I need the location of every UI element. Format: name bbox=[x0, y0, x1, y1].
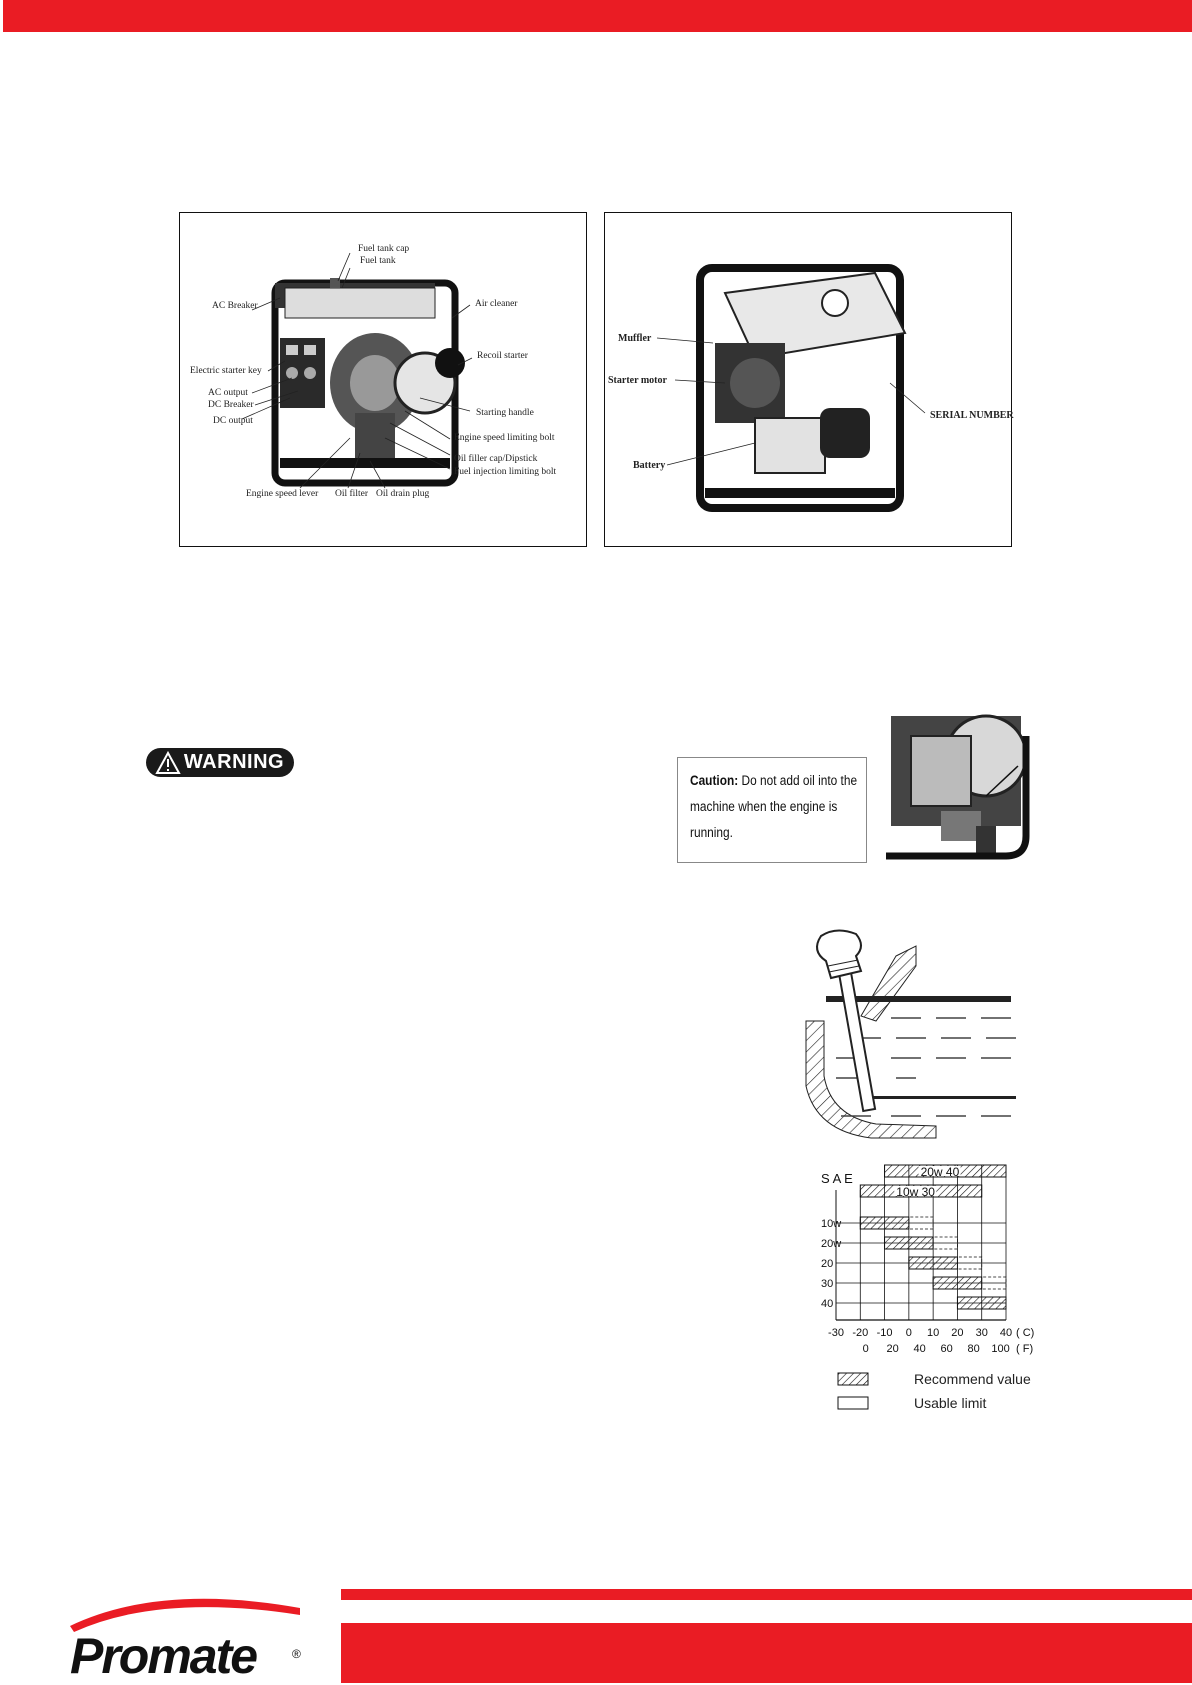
x-tick-celsius: 30 bbox=[976, 1327, 988, 1339]
label-air-cleaner: Air cleaner bbox=[475, 299, 518, 309]
recommended-bar bbox=[884, 1236, 934, 1250]
x-tick-celsius: 0 bbox=[906, 1327, 912, 1339]
caution-box: Caution: Do not add oil into the machine… bbox=[677, 757, 867, 863]
multigrade-label-bg bbox=[894, 1186, 937, 1196]
recommended-bar bbox=[956, 1296, 1007, 1310]
x-tick-celsius: -20 bbox=[852, 1327, 868, 1339]
x-tick-fahrenheit: 20 bbox=[887, 1343, 899, 1355]
dipstick-oil-level-drawing bbox=[796, 926, 1042, 1148]
x-unit-fahrenheit: ( F) bbox=[1016, 1343, 1033, 1355]
label-starter-motor: Starter motor bbox=[608, 375, 668, 386]
x-unit-celsius: ( C) bbox=[1016, 1327, 1034, 1339]
label-ac-output: AC output bbox=[208, 388, 248, 398]
label-electric-starter-key: Electric starter key bbox=[190, 366, 262, 376]
generator-back-illustration: Muffler Starter motor Battery SERIAL NUM… bbox=[608, 264, 1014, 512]
label-dc-output: DC output bbox=[213, 416, 253, 426]
multigrade-label-bg bbox=[918, 1166, 961, 1176]
caution-heading: Caution: bbox=[690, 773, 739, 788]
label-oil-filler-cap: Oil filler cap/Dipstick bbox=[454, 453, 538, 464]
legend-usable-label: Usable limit bbox=[914, 1395, 986, 1411]
label-muffler: Muffler bbox=[618, 333, 652, 344]
label-battery: Battery bbox=[633, 460, 665, 471]
label-oil-drain-plug: Oil drain plug bbox=[376, 489, 430, 499]
label-dc-breaker: DC Breaker bbox=[208, 400, 254, 410]
x-tick-celsius: -30 bbox=[828, 1327, 844, 1339]
x-tick-fahrenheit: 40 bbox=[914, 1343, 926, 1355]
footer-red-band bbox=[341, 1623, 1192, 1683]
promate-logo: Promate ® bbox=[60, 1588, 310, 1684]
sae-chart-svg: S A E 10w 20w 20 30 40 20w 40 10w 30 -30 -20 -10 0… bbox=[821, 1164, 1034, 1411]
recommended-bar bbox=[932, 1276, 983, 1290]
label-ac-breaker: AC Breaker bbox=[212, 301, 258, 311]
logo-text: Promate bbox=[70, 1628, 257, 1684]
label-fuel-tank-cap: Fuel tank cap bbox=[358, 244, 409, 254]
sae-grade-label: 10w bbox=[821, 1218, 841, 1230]
multigrade-label: 20w 40 bbox=[921, 1165, 960, 1179]
legend-recommend-swatch bbox=[837, 1372, 869, 1386]
sae-viscosity-chart: S A E 10w 20w 20 30 40 20w 40 10w 30 -30 -20 -10 0… bbox=[821, 1160, 1112, 1411]
recommended-bar bbox=[859, 1216, 910, 1230]
sae-grade-label: 30 bbox=[821, 1278, 833, 1290]
sae-ylabel: S A E bbox=[821, 1171, 853, 1186]
label-serial-number: SERIAL NUMBER bbox=[930, 410, 1014, 421]
warning-label: WARNING bbox=[183, 751, 285, 773]
sae-grade-label: 40 bbox=[821, 1298, 833, 1310]
top-red-bar bbox=[3, 0, 1192, 32]
engine-oil-filler-photo bbox=[886, 714, 1030, 871]
x-tick-fahrenheit: 80 bbox=[967, 1343, 979, 1355]
label-fuel-tank: Fuel tank bbox=[360, 256, 396, 266]
warning-triangle-icon bbox=[155, 750, 181, 774]
label-oil-filter: Oil filter bbox=[335, 488, 369, 499]
x-tick-fahrenheit: 100 bbox=[991, 1343, 1009, 1355]
generator-front-illustration: Fuel tank cap Fuel tank AC Breaker Air c… bbox=[190, 244, 556, 499]
sae-grade-label: 20 bbox=[821, 1258, 833, 1270]
logo-registered: ® bbox=[292, 1647, 301, 1661]
x-tick-fahrenheit: 0 bbox=[863, 1343, 869, 1355]
label-engine-speed-limiting-bolt: Engine speed limiting bolt bbox=[454, 433, 555, 443]
x-tick-celsius: -10 bbox=[877, 1327, 893, 1339]
legend-recommend-label: Recommend value bbox=[914, 1371, 1031, 1387]
label-fuel-injection-limiting-bolt: Fuel injection limiting bolt bbox=[454, 467, 556, 477]
x-tick-celsius: 20 bbox=[951, 1327, 963, 1339]
x-tick-fahrenheit: 60 bbox=[941, 1343, 953, 1355]
warning-badge: WARNING bbox=[146, 748, 294, 777]
label-starting-handle: Starting handle bbox=[476, 408, 534, 418]
multigrade-label: 10w 30 bbox=[896, 1185, 935, 1199]
label-engine-speed-lever: Engine speed lever bbox=[246, 489, 319, 499]
recommended-bar bbox=[908, 1256, 958, 1270]
x-tick-celsius: 40 bbox=[1000, 1327, 1012, 1339]
legend-usable-swatch bbox=[837, 1396, 869, 1410]
label-recoil-starter: Recoil starter bbox=[477, 351, 529, 361]
generator-back-figure: Muffler Starter motor Battery SERIAL NUM… bbox=[604, 212, 1014, 547]
caution-text: Do not add oil into the machine when the… bbox=[690, 773, 858, 840]
generator-front-figure: Fuel tank cap Fuel tank AC Breaker Air c… bbox=[179, 212, 587, 547]
sae-grade-label: 20w bbox=[821, 1238, 841, 1250]
footer-thin-red-bar bbox=[341, 1589, 1192, 1600]
x-tick-celsius: 10 bbox=[927, 1327, 939, 1339]
